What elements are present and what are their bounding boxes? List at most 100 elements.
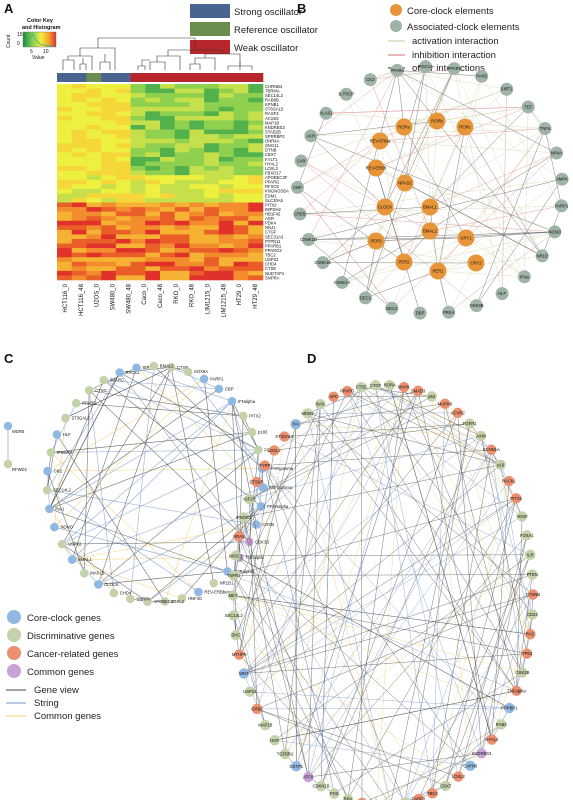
heatmap-cell bbox=[233, 125, 249, 130]
gene-label: HB1F42 bbox=[265, 212, 281, 217]
gene-node bbox=[244, 494, 255, 505]
core-clock-node bbox=[367, 159, 385, 177]
heatmap-cell bbox=[248, 216, 264, 222]
network-edge bbox=[347, 387, 405, 800]
network-edge bbox=[481, 594, 534, 754]
heatmap-cell bbox=[86, 106, 102, 112]
associated-clock-node-label: ALAS1 bbox=[320, 111, 334, 116]
gene-label: KPNB1 bbox=[265, 102, 279, 107]
network-edge bbox=[61, 543, 148, 602]
heatmap-cell bbox=[101, 93, 117, 98]
heatmap-cell bbox=[130, 93, 146, 98]
legend-label-weak: Weak oscillator bbox=[234, 43, 298, 54]
gene-label: SNPRA bbox=[265, 275, 280, 280]
heatmap-cell bbox=[57, 170, 73, 176]
heatmap-cell bbox=[130, 134, 146, 139]
network-edge bbox=[432, 449, 492, 794]
heatmap-cell bbox=[145, 156, 161, 162]
gene-label: SPRRBP2 bbox=[265, 134, 285, 139]
column-group-cell bbox=[101, 73, 117, 82]
column-label: HT29_48 bbox=[253, 283, 259, 308]
network-edge bbox=[403, 386, 523, 673]
gene-node-label: p53 bbox=[428, 394, 436, 399]
heatmap-cell bbox=[130, 102, 146, 108]
heatmap-cell bbox=[115, 184, 131, 190]
heatmap-cell bbox=[115, 252, 131, 258]
network-edge bbox=[501, 89, 507, 294]
heatmap-cell bbox=[218, 102, 234, 108]
network-edge bbox=[284, 423, 470, 437]
network-edge bbox=[98, 367, 172, 585]
network-edge bbox=[445, 498, 517, 786]
heatmap-cell bbox=[233, 115, 249, 121]
gene-node bbox=[252, 520, 261, 529]
heatmap-cell bbox=[115, 243, 131, 249]
heatmap-cell bbox=[233, 248, 249, 253]
network-edge bbox=[429, 106, 529, 208]
gene-node-label: IGF2R bbox=[243, 497, 255, 502]
heatmap-cell bbox=[248, 261, 264, 267]
core-clock-node bbox=[421, 198, 439, 216]
heatmap-cell bbox=[101, 147, 117, 153]
network-edge bbox=[405, 498, 517, 800]
heatmap-cell bbox=[71, 143, 87, 149]
network-edge bbox=[181, 506, 262, 599]
heatmap-cell bbox=[233, 229, 249, 235]
heatmap-cell bbox=[130, 88, 146, 94]
network-edge bbox=[119, 372, 250, 543]
gene-label: RFXO2 bbox=[265, 184, 280, 189]
heatmap-cell bbox=[71, 134, 87, 139]
gene-node-label: ATF6 bbox=[303, 775, 314, 780]
core-clock-node bbox=[367, 232, 385, 250]
gene-node bbox=[3, 459, 13, 469]
network-edge bbox=[397, 70, 482, 77]
heatmap-cell bbox=[160, 193, 176, 199]
heatmap-cell bbox=[248, 270, 264, 276]
heatmap-cell bbox=[218, 106, 234, 112]
associated-clock-node bbox=[550, 146, 564, 160]
network-edge bbox=[238, 450, 275, 655]
gene-node bbox=[452, 407, 463, 419]
heatmap-cell bbox=[71, 120, 87, 126]
gene-node bbox=[398, 381, 410, 393]
network-edge bbox=[310, 70, 398, 137]
heatmap-cell bbox=[160, 84, 176, 89]
heatmap-cell bbox=[248, 152, 264, 158]
gene-node-label: GSTP1 bbox=[289, 764, 303, 769]
network-edge bbox=[232, 404, 321, 596]
heatmap-cell bbox=[86, 243, 102, 249]
oscillator-legend: Strong oscillator Reference oscillator W… bbox=[190, 4, 318, 54]
heatmap-cell bbox=[204, 84, 220, 89]
heatmap-cell bbox=[130, 138, 146, 144]
heatmap-cell bbox=[174, 120, 190, 126]
heatmap-cell bbox=[218, 188, 234, 194]
network-edge bbox=[61, 367, 172, 545]
core-clock-node-label: RORc bbox=[459, 125, 470, 130]
legend-cancer-dot bbox=[7, 646, 21, 660]
heatmap-cell bbox=[86, 207, 102, 212]
network-edge bbox=[238, 424, 296, 655]
heatmap-cell bbox=[160, 211, 176, 217]
network-edge bbox=[297, 187, 405, 263]
gene-node-label: LOXL2 bbox=[268, 448, 282, 453]
heatmap-cell bbox=[233, 134, 249, 139]
heatmap-cell bbox=[248, 252, 264, 258]
network-edge bbox=[491, 449, 523, 673]
heatmap-cell bbox=[86, 229, 102, 235]
heatmap-cell bbox=[115, 147, 131, 153]
heatmap-cell bbox=[71, 270, 87, 276]
network-edge bbox=[418, 554, 531, 800]
network-edge bbox=[76, 402, 244, 417]
legend-core-genes-dot bbox=[7, 610, 21, 624]
heatmap-cell bbox=[145, 111, 161, 117]
network-edge bbox=[103, 379, 259, 451]
heatmap-cell bbox=[101, 197, 117, 203]
heatmap-cell bbox=[145, 252, 161, 258]
heatmap-cell bbox=[71, 152, 87, 158]
heatmap-cell bbox=[189, 234, 205, 240]
network-edge bbox=[256, 386, 405, 710]
heatmap-cell bbox=[204, 211, 220, 217]
heatmap-cell bbox=[71, 147, 87, 153]
heatmap-cell bbox=[160, 270, 176, 276]
